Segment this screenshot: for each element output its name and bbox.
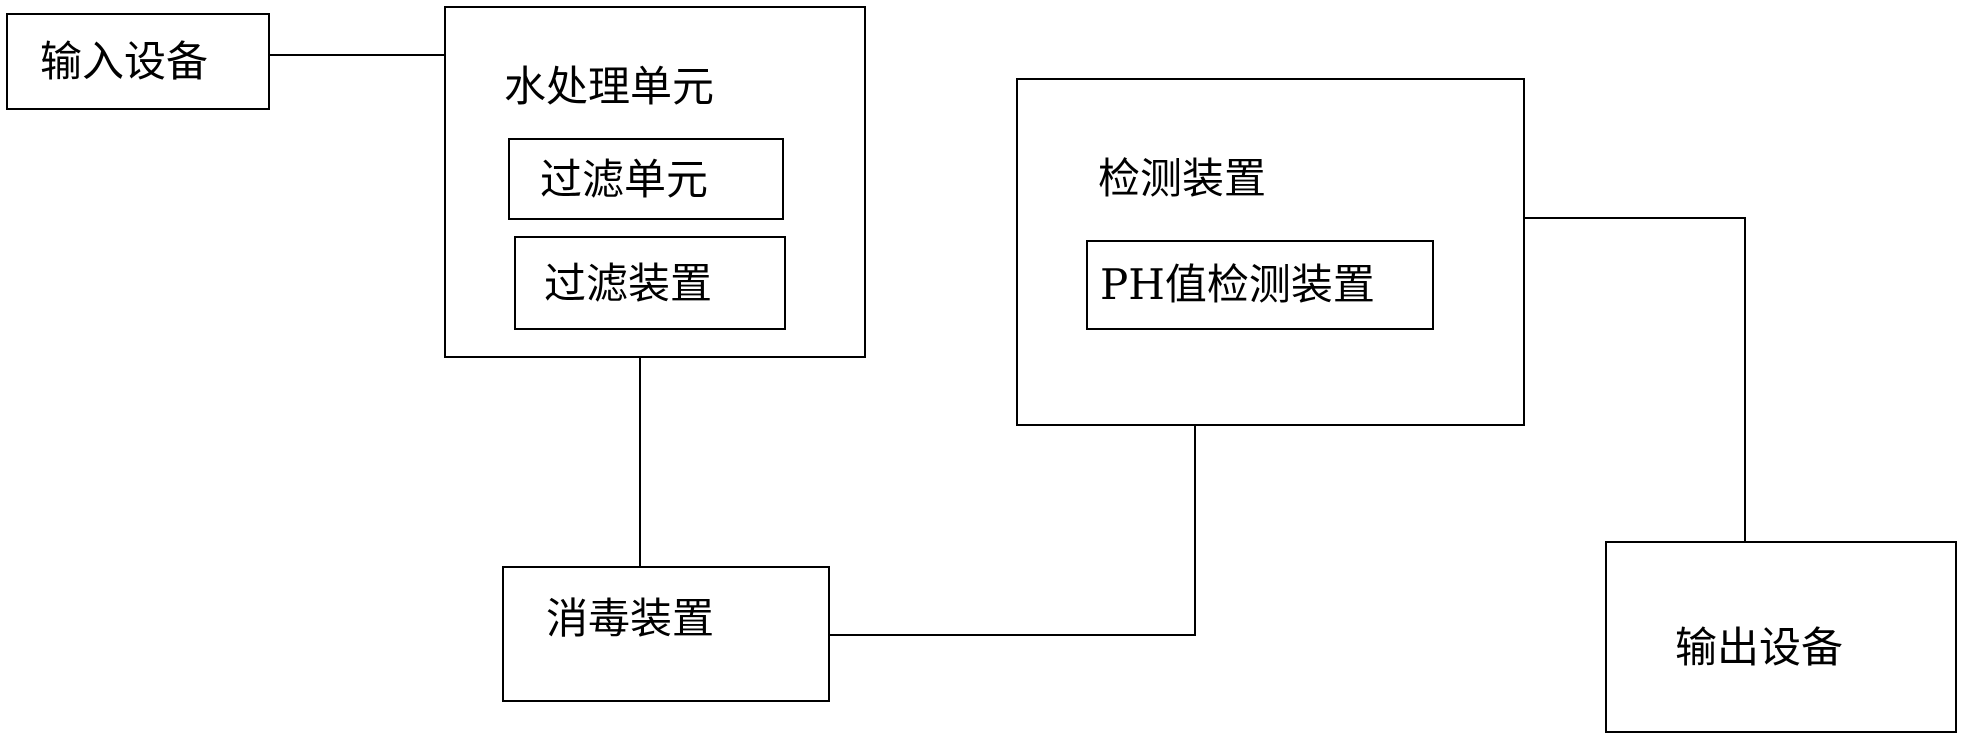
disinfection-device-box: 消毒装置 [502,566,830,702]
connector-disinfection-to-detection [830,426,1196,636]
detection-device-box: 检测装置 PH值检测装置 [1016,78,1525,426]
input-device-label: 输入设备 [40,37,209,86]
filter-device-label: 过滤装置 [544,259,713,308]
detection-device-label: 检测装置 [1098,154,1267,203]
disinfection-device-label: 消毒装置 [546,594,715,643]
connector-detection-to-output [1525,217,1746,541]
filter-unit-box: 过滤单元 [508,138,784,220]
filter-unit-label: 过滤单元 [540,155,709,204]
water-treatment-unit-label: 水处理单元 [504,62,715,111]
input-device-box: 输入设备 [6,13,270,110]
output-device-label: 输出设备 [1675,623,1844,672]
ph-detection-device-box: PH值检测装置 [1086,240,1434,330]
water-treatment-unit-box: 水处理单元 过滤单元 过滤装置 [444,6,866,358]
ph-detection-device-label: PH值检测装置 [1100,260,1375,309]
filter-device-box: 过滤装置 [514,236,786,330]
output-device-box: 输出设备 [1605,541,1957,733]
